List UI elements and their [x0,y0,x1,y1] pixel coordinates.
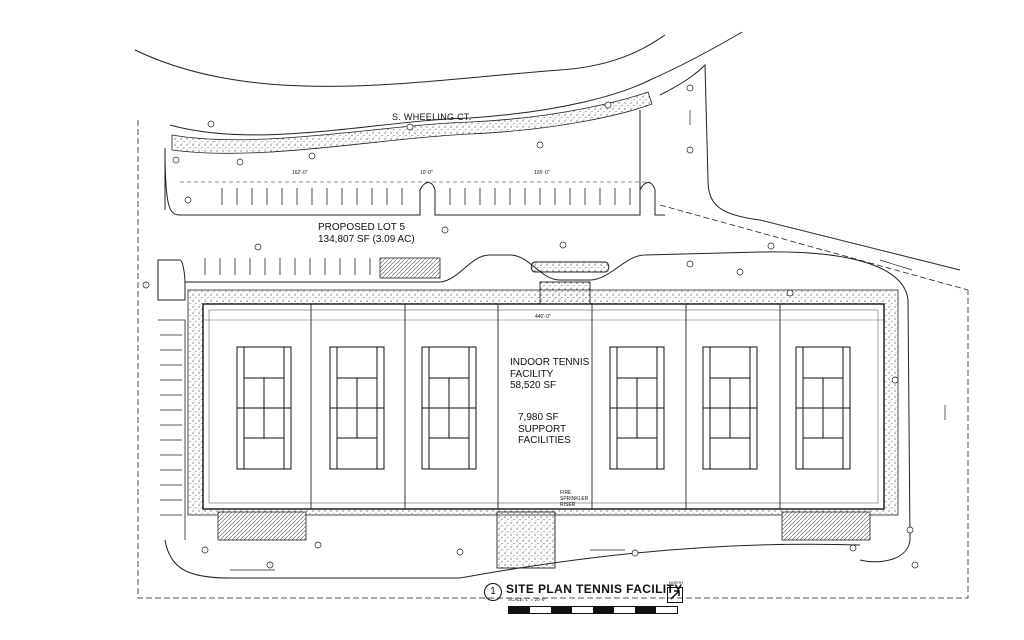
parking-right-dim: 135'-0" [534,170,550,176]
north-entry [539,281,591,305]
road-curves [134,31,961,271]
drawing-number: 1 [484,583,502,601]
tennis-court-3 [421,346,477,470]
keynote-markers [142,84,919,569]
sprinkler-riser-label: FIRE SPRINKLER RISER [560,490,589,508]
scale-note: SCALE: 1" = 20'-0" [508,597,546,602]
utility-pads [217,257,871,541]
parking-left-dim: 162'-0" [292,170,308,176]
building-inner-line [208,309,879,504]
support-area: 7,980 SF [518,412,559,423]
support-label: 7,980 SF SUPPORT FACILITIES [518,412,571,447]
tennis-courts [236,346,851,470]
bay-divisions [310,304,781,509]
support-line1: SUPPORT [518,423,567,435]
property-line [137,120,969,599]
parking-stalls-lower [204,258,371,275]
facility-name-line2: FACILITY [510,368,554,380]
riser-line2: SPRINKLER [560,495,589,502]
street-label: S. WHEELING CT. [392,112,472,122]
riser-line3: RISER [560,501,576,508]
tennis-court-6 [795,346,851,470]
tennis-court-2 [329,346,385,470]
lot-area: 134,807 SF (3.09 AC) [318,233,415,245]
facility-area: 58,520 SF [510,380,557,391]
north-arrow-icon [667,587,683,603]
north-label: NORTH [669,580,684,585]
facility-label: INDOOR TENNIS FACILITY 58,520 SF [510,357,589,392]
parking-lot-north [157,147,665,301]
lot-label: PROPOSED LOT 5 134,807 SF (3.09 AC) [318,222,415,245]
parking-stalls-top [180,181,650,205]
riser-line1: FIRE [560,490,572,496]
landscape-strip-north [171,91,653,154]
drawing-title: SITE PLAN TENNIS FACILITY [506,582,683,596]
tennis-court-5 [702,346,758,470]
building-footprint [202,303,885,510]
south-entrance-plaza [496,511,556,569]
drive-aisle [185,251,911,563]
tennis-court-1 [236,346,292,470]
graphic-scale-bar [508,606,678,614]
building-length-dim: 440'-0" [535,314,551,320]
tennis-court-4 [609,346,665,470]
support-line2: FACILITIES [518,435,571,446]
parking-west [158,319,186,540]
facility-name-line1: INDOOR TENNIS [510,357,590,368]
parking-mid-dim: 10'-0" [420,170,433,176]
lot-name: PROPOSED LOT 5 [318,222,406,233]
traffic-arrows [230,110,946,571]
